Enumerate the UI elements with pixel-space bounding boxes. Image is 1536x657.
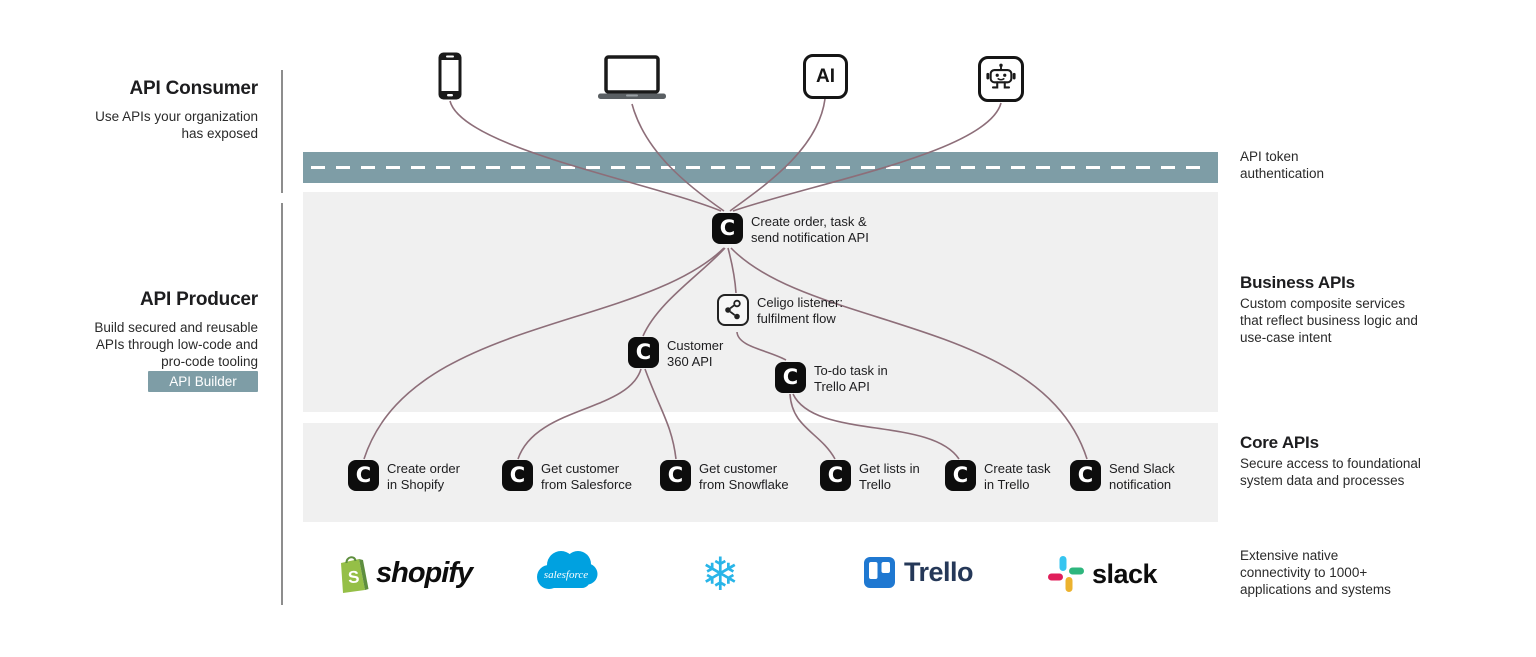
node-label: Create order, task & send notification A… xyxy=(751,214,869,245)
api-producer-subtitle: Build secured and reusable APIs through … xyxy=(94,320,258,369)
celigo-icon: C xyxy=(945,460,976,491)
node-todo-task-trello-api: C To-do task in Trello API xyxy=(775,362,888,394)
snowflake-logo: ❄ xyxy=(701,551,740,597)
node-label: Celigo listener: fulfilment flow xyxy=(757,295,843,326)
salesforce-logo: salesforce xyxy=(534,548,598,596)
node-send-slack-notification: C Send Slack notification xyxy=(1070,460,1175,492)
api-builder-badge: API Builder xyxy=(148,371,258,392)
celigo-icon: C xyxy=(502,460,533,491)
node-label: Customer 360 API xyxy=(667,338,724,369)
flow-listener-icon xyxy=(717,294,749,326)
shopify-wordmark: shopify xyxy=(376,556,473,589)
snowflake-icon: ❄ xyxy=(701,548,740,600)
left-divider-top xyxy=(281,70,283,193)
node-get-customer-salesforce: C Get customer from Salesforce xyxy=(502,460,632,492)
node-label: To-do task in Trello API xyxy=(814,363,888,394)
api-consumer-subtitle: Use APIs your organization has exposed xyxy=(95,109,258,141)
api-consumer-title: API Consumer xyxy=(129,78,258,99)
ai-icon: AI xyxy=(803,54,848,99)
api-token-auth-bar xyxy=(303,152,1218,183)
slack-wordmark: slack xyxy=(1092,558,1158,589)
business-apis-heading: Business APIs xyxy=(1240,273,1355,292)
auth-bar-dashed-line xyxy=(311,166,1210,169)
core-apis-heading: Core APIs xyxy=(1240,433,1319,452)
shopify-logo: S shopify xyxy=(334,551,473,595)
chatbot-icon xyxy=(978,56,1024,102)
svg-text:salesforce: salesforce xyxy=(544,569,588,581)
trello-logo: Trello xyxy=(864,557,974,588)
node-customer-360-api: C Customer 360 API xyxy=(628,337,723,369)
celigo-icon: C xyxy=(1070,460,1101,491)
celigo-icon: C xyxy=(820,460,851,491)
trello-board-icon xyxy=(864,557,895,588)
celigo-icon: C xyxy=(712,213,743,244)
smartphone-icon xyxy=(437,51,463,106)
shopify-bag-icon: S xyxy=(341,556,369,593)
node-create-task-trello: C Create task in Trello xyxy=(945,460,1050,492)
celigo-icon: C xyxy=(628,337,659,368)
ai-icon-label: AI xyxy=(816,65,835,87)
trello-wordmark: Trello xyxy=(904,557,974,587)
celigo-icon: C xyxy=(348,460,379,491)
node-celigo-listener: Celigo listener: fulfilment flow xyxy=(717,294,843,326)
svg-text:S: S xyxy=(347,567,360,587)
connectivity-description: Extensive native connectivity to 1000+ a… xyxy=(1240,548,1391,597)
business-apis-description: Custom composite services that reflect b… xyxy=(1240,296,1418,345)
core-apis-description: Secure access to foundational system dat… xyxy=(1240,456,1421,488)
node-get-customer-snowflake: C Get customer from Snowflake xyxy=(660,460,789,492)
left-divider-bottom xyxy=(281,203,283,605)
api-producer-title: API Producer xyxy=(140,289,258,310)
celigo-icon: C xyxy=(660,460,691,491)
node-get-lists-trello: C Get lists in Trello xyxy=(820,460,920,492)
slack-logo: slack xyxy=(1047,555,1158,593)
node-create-order-shopify: C Create order in Shopify xyxy=(348,460,460,492)
auth-bar-label: API token authentication xyxy=(1240,149,1325,181)
laptop-icon xyxy=(598,55,666,106)
slack-hash-icon xyxy=(1048,556,1084,592)
node-create-order-task-api: C Create order, task & send notification… xyxy=(712,213,869,245)
celigo-icon: C xyxy=(775,362,806,393)
